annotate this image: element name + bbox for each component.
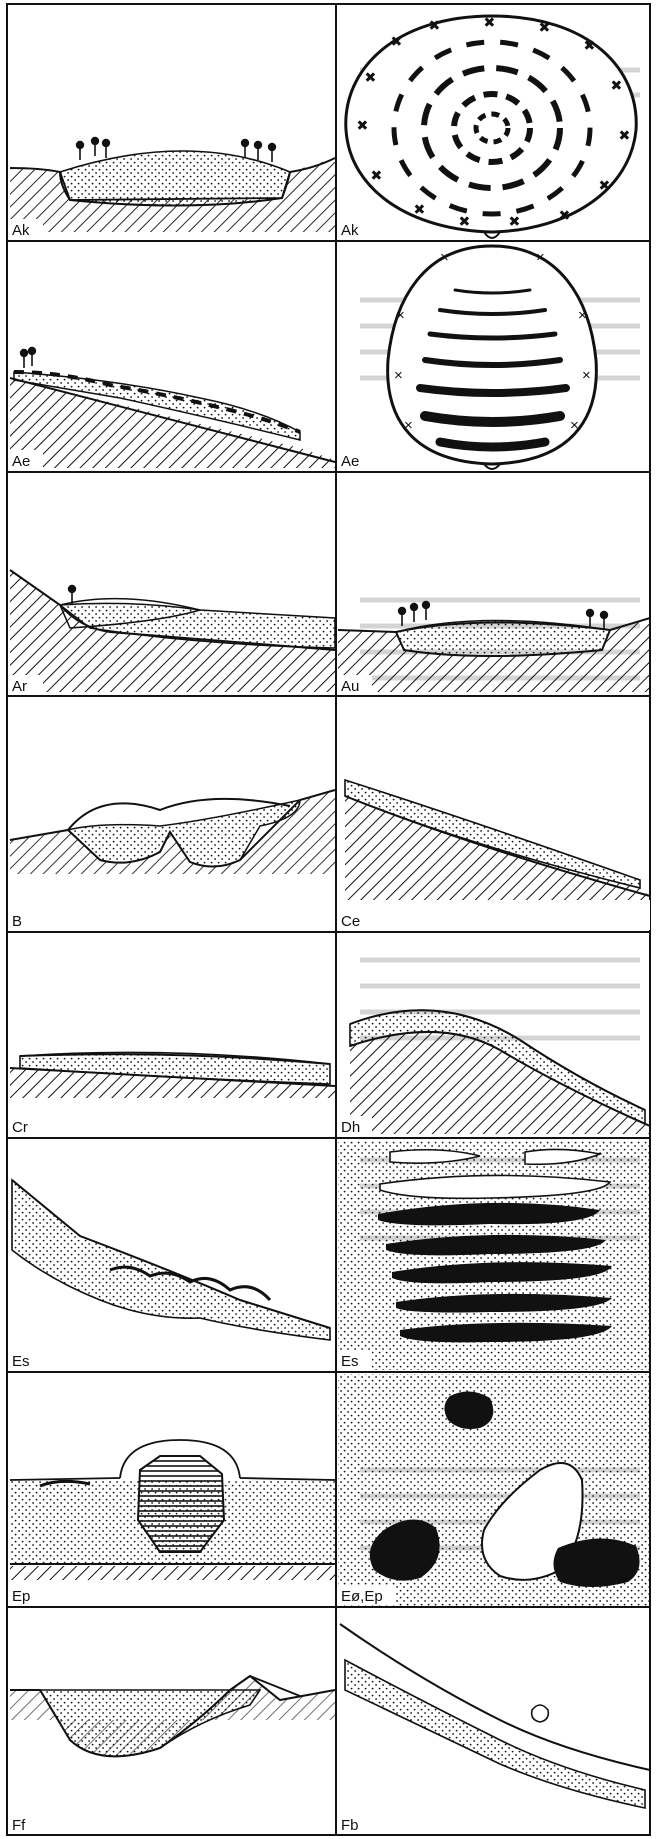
panel-cr-profile — [10, 1052, 335, 1134]
svg-text:×: × — [560, 207, 569, 224]
panel-eo-ep-plan — [338, 1374, 649, 1606]
svg-text:×: × — [372, 167, 381, 184]
panel-ae-profile — [10, 347, 335, 468]
label-r4c2: Ce — [341, 913, 360, 930]
panel-es-plan — [338, 1140, 649, 1370]
svg-text:×: × — [358, 117, 367, 134]
svg-text:×: × — [570, 417, 579, 434]
panel-ak-profile — [10, 137, 335, 232]
svg-text:×: × — [366, 69, 375, 86]
label-r3c1: Ar — [12, 678, 27, 695]
panel-es-profile — [12, 1180, 330, 1340]
label-r2c1: Ae — [12, 453, 30, 470]
svg-text:×: × — [415, 201, 424, 218]
svg-text:×: × — [392, 33, 401, 50]
label-r7c1: Ep — [12, 1588, 30, 1605]
panel-ep-profile — [10, 1440, 335, 1580]
label-r5c2: Dh — [341, 1119, 360, 1136]
svg-text:×: × — [540, 19, 549, 36]
label-r6c1: Es — [12, 1353, 30, 1370]
label-r6c2: Es — [341, 1353, 359, 1370]
svg-text:×: × — [578, 307, 587, 324]
label-r8c1: Ff — [12, 1817, 26, 1834]
panel-b-profile — [10, 790, 335, 926]
label-r8c2: Fb — [341, 1817, 359, 1834]
label-r3c2: Au — [341, 678, 359, 695]
svg-text:×: × — [620, 127, 629, 144]
svg-text:×: × — [536, 249, 545, 266]
svg-text:×: × — [612, 77, 621, 94]
panel-ce-profile — [345, 780, 650, 930]
panel-dh-profile — [350, 1010, 650, 1136]
panel-ae-plan: × × × × × × × × — [388, 246, 597, 469]
svg-text:×: × — [396, 307, 405, 324]
svg-text:×: × — [510, 213, 519, 230]
svg-text:×: × — [404, 417, 413, 434]
panel-ak-plan: × × × × × × × × × × × × × × × — [346, 14, 636, 238]
label-r1c1: Ak — [12, 222, 30, 239]
panel-ff-profile — [10, 1676, 335, 1834]
label-r1c2: Ak — [341, 222, 359, 239]
svg-text:×: × — [394, 367, 403, 384]
svg-text:×: × — [600, 177, 609, 194]
svg-text:×: × — [460, 213, 469, 230]
svg-text:×: × — [582, 367, 591, 384]
label-r5c1: Cr — [12, 1119, 28, 1136]
panel-ar-profile — [10, 570, 335, 692]
svg-text:×: × — [585, 37, 594, 54]
label-r2c2: Ae — [341, 453, 359, 470]
panel-fb-profile — [340, 1624, 650, 1808]
panel-au-profile — [338, 601, 650, 692]
svg-text:×: × — [440, 249, 449, 266]
svg-text:×: × — [430, 17, 439, 34]
label-r4c1: B — [12, 913, 22, 930]
svg-text:×: × — [485, 14, 494, 31]
label-r7c2: Eø,Ep — [341, 1588, 383, 1605]
